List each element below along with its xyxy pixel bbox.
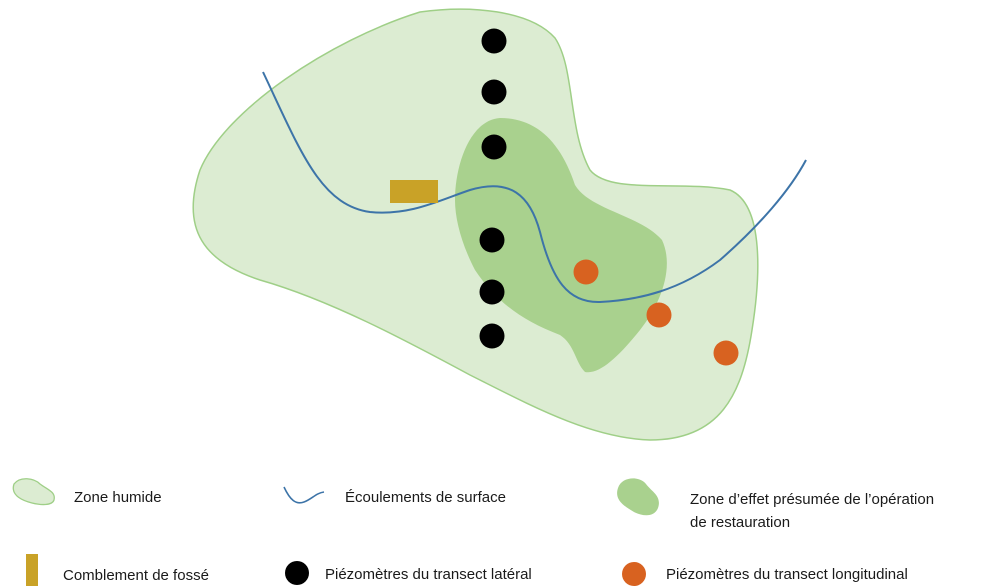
rectangle-icon <box>26 554 38 586</box>
surface-flow-line <box>262 71 807 304</box>
legend-ditch-fill-label: Comblement de fossé <box>63 567 209 584</box>
blob-shape-icon <box>12 478 55 506</box>
circle-icon <box>622 562 646 586</box>
longitudinal-transect <box>573 259 739 366</box>
legend-lateral-label: Piézomètres du transect latéral <box>325 566 532 583</box>
legend-wetland-label: Zone humide <box>74 489 162 506</box>
legend-longitudinal-label: Piézomètres du transect longitudinal <box>666 566 908 583</box>
lateral-piezometer <box>479 279 505 305</box>
circle-icon <box>285 561 309 585</box>
lateral-piezometer <box>479 323 505 349</box>
longitudinal-piezometer <box>713 340 739 366</box>
blob-shape-icon <box>617 478 659 516</box>
wave-line-icon <box>283 486 325 504</box>
longitudinal-piezometer <box>646 302 672 328</box>
ditch-fill-marker <box>390 180 438 203</box>
legend-effect-zone-label-line1: Zone d’effet présumée de l’opération <box>690 491 935 508</box>
lateral-piezometer <box>479 227 505 253</box>
legend-surface-flow-label: Écoulements de surface <box>345 489 506 506</box>
lateral-piezometer <box>481 79 507 105</box>
lateral-piezometer <box>481 134 507 160</box>
effect-zone <box>455 118 667 373</box>
longitudinal-piezometer <box>573 259 599 285</box>
lateral-transect <box>479 28 507 349</box>
lateral-piezometer <box>481 28 507 54</box>
legend-effect-zone-label-line2: de restauration <box>690 514 791 531</box>
